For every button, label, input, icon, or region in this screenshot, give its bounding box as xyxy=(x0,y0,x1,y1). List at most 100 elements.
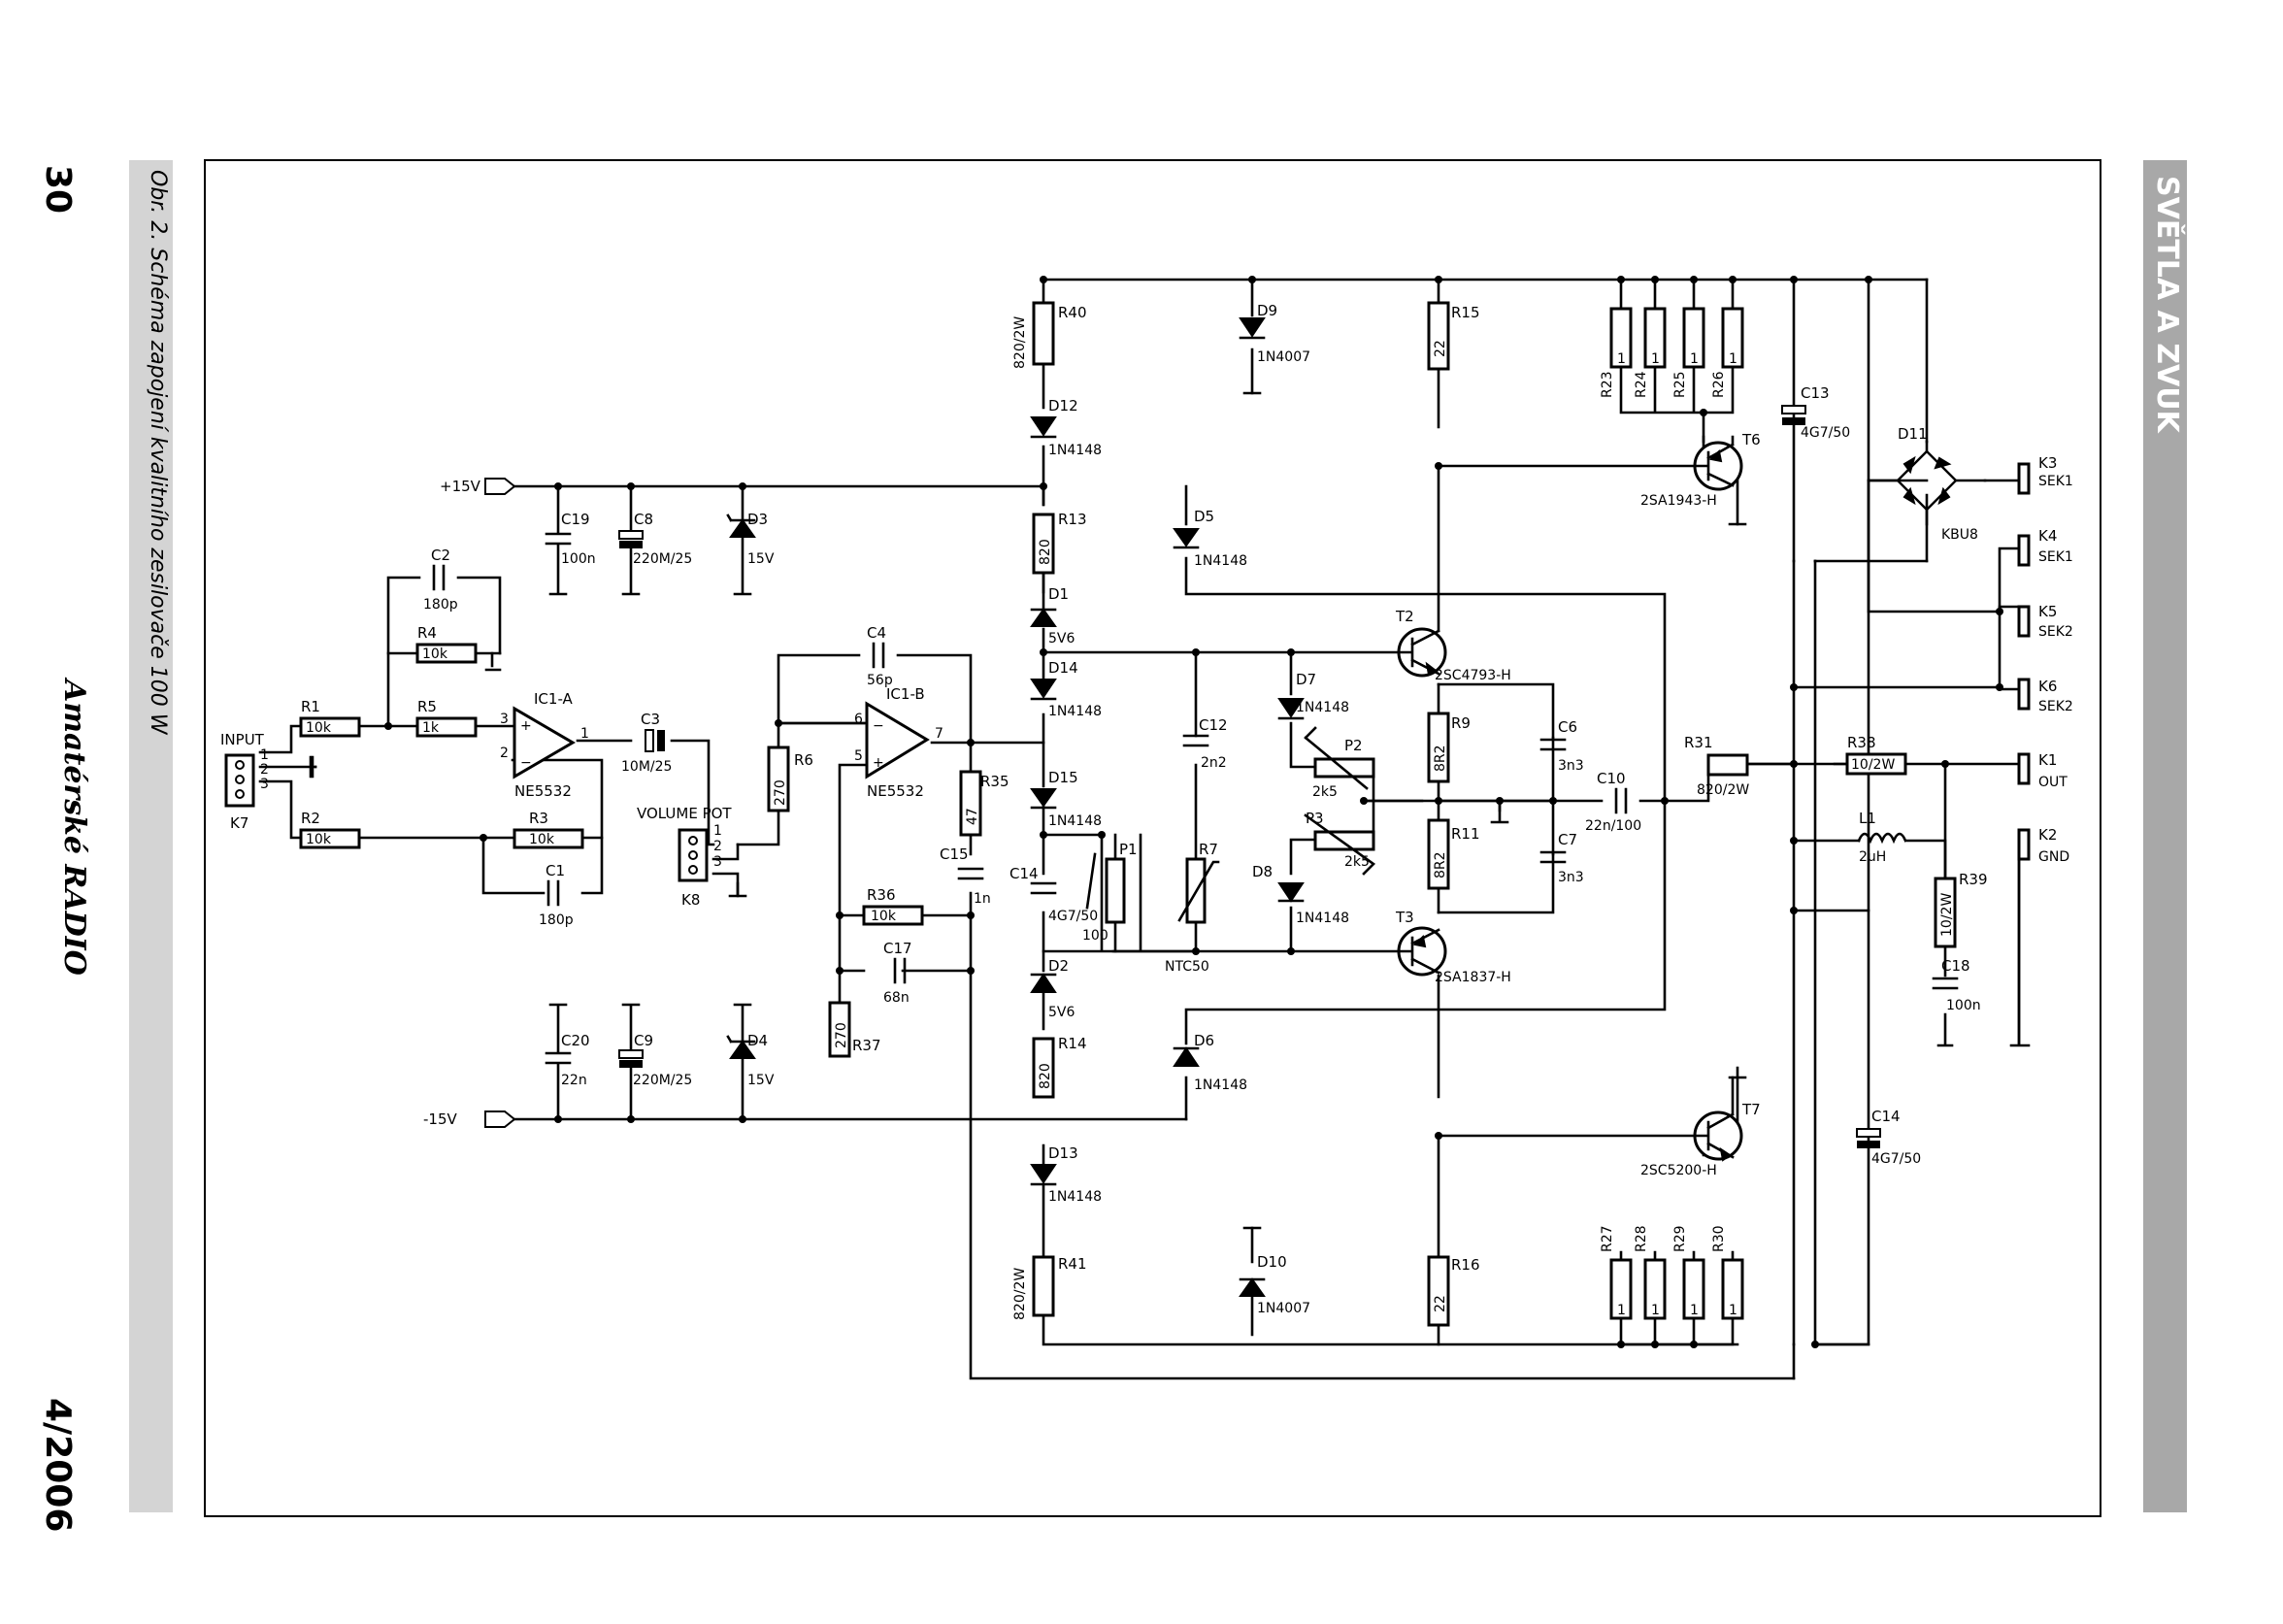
svg-text:3: 3 xyxy=(260,777,269,792)
svg-text:K2: K2 xyxy=(2038,826,2057,844)
svg-text:1: 1 xyxy=(1617,351,1626,367)
svg-text:R5: R5 xyxy=(417,698,437,715)
svg-text:4G7/50: 4G7/50 xyxy=(1048,909,1098,924)
svg-text:100: 100 xyxy=(1082,928,1108,944)
svg-text:C3: C3 xyxy=(641,711,660,728)
svg-text:5V6: 5V6 xyxy=(1048,631,1075,646)
ground-symbols xyxy=(309,522,1954,1079)
svg-text:270: 270 xyxy=(773,779,788,806)
svg-text:D13: D13 xyxy=(1048,1144,1078,1162)
svg-text:1: 1 xyxy=(1690,1303,1699,1318)
svg-text:1: 1 xyxy=(260,747,269,763)
svg-text:K3: K3 xyxy=(2038,454,2057,472)
svg-text:2k5: 2k5 xyxy=(1344,854,1370,870)
resistor-r15: R15 22 xyxy=(1427,301,1480,371)
svg-text:1: 1 xyxy=(1651,351,1660,367)
svg-text:15V: 15V xyxy=(747,551,775,567)
svg-text:C10: C10 xyxy=(1597,770,1626,787)
svg-text:2: 2 xyxy=(713,839,722,854)
svg-text:R15: R15 xyxy=(1451,304,1480,321)
svg-text:C17: C17 xyxy=(883,940,912,957)
svg-text:SEK1: SEK1 xyxy=(2038,549,2073,565)
svg-text:15V: 15V xyxy=(747,1073,775,1088)
rail-labels: +15V -15V xyxy=(423,478,516,1128)
opamp-ic1a: +− IC1-A NE5532 3 2 1 xyxy=(500,690,589,800)
svg-text:2SA1837-H: 2SA1837-H xyxy=(1435,970,1511,985)
svg-text:K6: K6 xyxy=(2038,678,2057,695)
volume-pot-title: VOLUME POT xyxy=(637,805,732,822)
svg-text:R31: R31 xyxy=(1684,734,1713,751)
svg-text:R2: R2 xyxy=(301,810,320,827)
svg-text:R41: R41 xyxy=(1058,1255,1087,1273)
svg-text:T7: T7 xyxy=(1741,1101,1761,1118)
resistor-r41: R41 820/2W xyxy=(1012,1255,1087,1320)
svg-text:R38: R38 xyxy=(1847,734,1876,751)
svg-text:T6: T6 xyxy=(1741,431,1761,448)
svg-text:1: 1 xyxy=(1617,1303,1626,1318)
svg-text:C1: C1 xyxy=(546,862,565,879)
svg-text:T2: T2 xyxy=(1395,608,1414,625)
svg-text:D2: D2 xyxy=(1048,957,1069,975)
svg-text:D15: D15 xyxy=(1048,769,1078,786)
svg-text:K5: K5 xyxy=(2038,603,2057,620)
svg-text:D8: D8 xyxy=(1252,863,1273,880)
resistor-r6: R6 270 xyxy=(767,746,813,812)
svg-text:10k: 10k xyxy=(306,832,332,847)
svg-text:47: 47 xyxy=(965,808,980,825)
junctions xyxy=(384,276,2003,1348)
svg-text:1: 1 xyxy=(1651,1303,1660,1318)
svg-text:IC1-B: IC1-B xyxy=(886,685,925,703)
svg-text:R3: R3 xyxy=(529,810,548,827)
svg-text:22n: 22n xyxy=(561,1073,587,1088)
svg-text:1N4148: 1N4148 xyxy=(1194,553,1247,569)
svg-text:D7: D7 xyxy=(1296,671,1316,688)
svg-text:C12: C12 xyxy=(1199,716,1228,734)
plus-rail-label: +15V xyxy=(440,478,481,495)
resistor-r11: R11 8R2 xyxy=(1427,818,1480,890)
svg-text:R37: R37 xyxy=(852,1037,881,1054)
svg-text:KBU8: KBU8 xyxy=(1941,527,1978,543)
svg-text:P3: P3 xyxy=(1306,810,1324,827)
svg-text:C8: C8 xyxy=(634,511,653,528)
svg-text:IC1-A: IC1-A xyxy=(534,690,574,708)
volume-pot-connector: VOLUME POT K8 1 2 3 xyxy=(637,805,732,909)
svg-text:R36: R36 xyxy=(867,886,896,904)
svg-text:220M/25: 220M/25 xyxy=(633,1073,692,1088)
svg-text:220M/25: 220M/25 xyxy=(633,551,692,567)
svg-text:R6: R6 xyxy=(794,751,813,769)
caption-strip: Obr. 2. Schéma zapojení kvalitního zesil… xyxy=(129,160,173,1512)
svg-text:+: + xyxy=(520,718,532,734)
svg-text:R24: R24 xyxy=(1634,371,1649,398)
svg-text:NTC50: NTC50 xyxy=(1165,959,1209,975)
svg-text:R7: R7 xyxy=(1199,841,1218,858)
svg-text:2SC4793-H: 2SC4793-H xyxy=(1435,668,1511,683)
